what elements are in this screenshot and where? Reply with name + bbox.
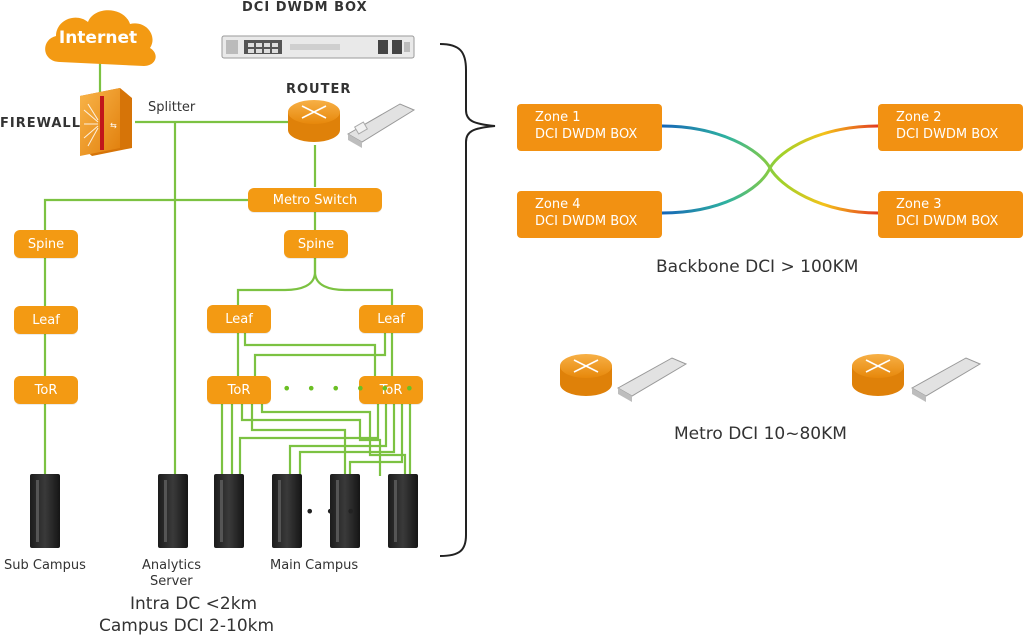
tor-node-main-1[interactable]: ToR <box>207 376 271 404</box>
bracket <box>439 43 496 557</box>
splitter-label: Splitter <box>148 100 196 115</box>
zone-1-subtitle: DCI DWDM BOX <box>535 127 638 142</box>
zone-1-box[interactable]: Zone 1 DCI DWDM BOX <box>517 104 662 151</box>
server-cabinet-icon <box>214 474 244 548</box>
tor-node-sub[interactable]: ToR <box>14 376 78 404</box>
zone-2-subtitle: DCI DWDM BOX <box>896 127 999 142</box>
server-cabinet-icon <box>158 474 188 548</box>
transceiver-icon <box>910 357 982 402</box>
tor-ellipsis: • • • • • • <box>282 379 420 398</box>
server-ellipsis: • • • <box>305 502 359 521</box>
server-cabinets <box>30 474 418 548</box>
leaf-node-main-2[interactable]: Leaf <box>359 305 423 333</box>
metro-switch-node[interactable]: Metro Switch <box>248 188 382 212</box>
zone-4-subtitle: DCI DWDM BOX <box>535 214 638 229</box>
spine-node-sub[interactable]: Spine <box>14 230 78 258</box>
intra-dc-caption: Intra DC <2km <box>130 594 258 614</box>
campus-dci-caption: Campus DCI 2-10km <box>99 616 275 636</box>
server-cabinet-icon <box>272 474 302 548</box>
firewall-icon: ⇆ <box>80 88 132 156</box>
server-cabinet-icon <box>388 474 418 548</box>
backbone-links <box>661 124 879 215</box>
zone-2-box[interactable]: Zone 2 DCI DWDM BOX <box>878 104 1023 151</box>
router-icon <box>560 354 612 396</box>
router-icon <box>852 354 904 396</box>
green-links <box>43 60 412 476</box>
leaf-node-sub[interactable]: Leaf <box>14 306 78 334</box>
router-label: ROUTER <box>286 82 352 97</box>
internet-label: Internet <box>58 28 138 48</box>
analytics-label-line2: Server <box>150 574 193 589</box>
zone-4-box[interactable]: Zone 4 DCI DWDM BOX <box>517 191 662 238</box>
firewall-label: FIREWALL <box>0 116 81 131</box>
transceiver-icon <box>616 357 688 402</box>
leaf-node-main-1[interactable]: Leaf <box>207 305 271 333</box>
server-cabinet-icon <box>30 474 60 548</box>
backbone-caption: Backbone DCI > 100KM <box>656 257 859 277</box>
metro-caption: Metro DCI 10~80KM <box>674 424 847 444</box>
sub-campus-label: Sub Campus <box>4 558 86 573</box>
spine-node-main[interactable]: Spine <box>284 230 348 258</box>
zone-3-subtitle: DCI DWDM BOX <box>896 214 999 229</box>
analytics-label-line1: Analytics <box>142 558 202 573</box>
zone-1-title: Zone 1 <box>535 110 581 125</box>
dwdm-rack-icon <box>221 35 415 59</box>
zone-4-title: Zone 4 <box>535 197 581 212</box>
router-icon <box>288 100 340 142</box>
zone-2-title: Zone 2 <box>896 110 942 125</box>
dwdm-box-title: DCI DWDM BOX <box>242 0 368 15</box>
transceiver-icon <box>346 103 416 148</box>
server-cabinet-icon <box>330 474 360 548</box>
main-campus-label: Main Campus <box>270 558 359 573</box>
cloud-icon <box>45 10 156 66</box>
svg-text:⇆: ⇆ <box>110 121 117 130</box>
zone-3-box[interactable]: Zone 3 DCI DWDM BOX <box>878 191 1023 238</box>
zone-3-title: Zone 3 <box>896 197 942 212</box>
tor-node-main-2[interactable]: ToR <box>359 376 423 404</box>
